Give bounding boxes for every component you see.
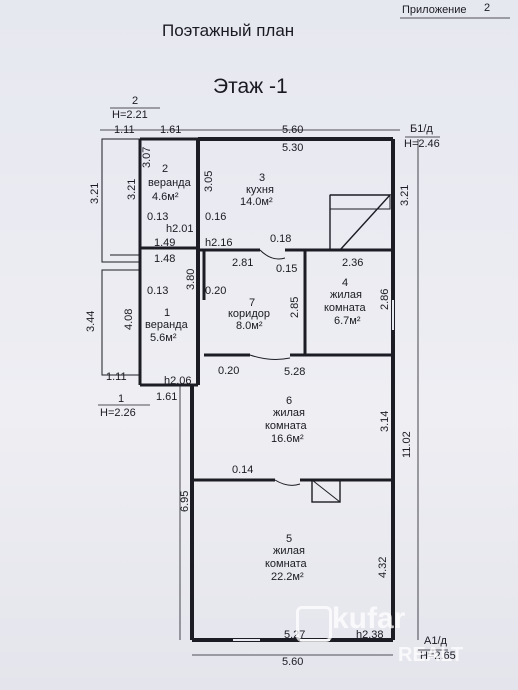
room6-name2: комната xyxy=(265,420,307,432)
dim-3-05: 3.05 xyxy=(203,170,215,192)
axis-1: 1 xyxy=(118,393,125,405)
room7-area: 8.0м² xyxy=(236,320,263,332)
dim-h2-06: h2.06 xyxy=(164,375,192,387)
dim-1-11-top: 1.11 xyxy=(114,124,135,136)
dim-3-14: 3.14 xyxy=(379,410,391,432)
dim-h2-38: h2.38 xyxy=(356,629,384,641)
room1-area: 5.6м² xyxy=(150,332,177,344)
dim-3-44: 3.44 xyxy=(85,310,97,332)
room3-area: 14.0м² xyxy=(240,196,273,208)
dim-1-61-bot: 1.61 xyxy=(156,391,178,403)
axis-b1d-height: Н=2.46 xyxy=(404,138,440,150)
room6-area: 16.6м² xyxy=(271,433,304,445)
dim-3-80: 3.80 xyxy=(185,268,197,290)
dim-5-60-top: 5.60 xyxy=(282,124,304,136)
dim-5-28: 5.28 xyxy=(284,366,306,378)
room4-number: 4 xyxy=(342,277,349,289)
room1-number: 1 xyxy=(164,307,171,319)
room6-number: 6 xyxy=(286,395,293,407)
dim-6-95: 6.95 xyxy=(179,490,191,512)
door-swing-1 xyxy=(259,249,286,260)
room4-name2: комната xyxy=(324,302,366,314)
dim-5-60-bot: 5.60 xyxy=(282,656,304,668)
dim-4-32: 4.32 xyxy=(377,556,389,578)
dim-0-20-a: 0.20 xyxy=(205,285,227,297)
room5-name1: жилая xyxy=(273,545,305,557)
dim-0-16: 0.16 xyxy=(205,211,227,223)
dim-2-85: 2.85 xyxy=(289,296,301,318)
dim-3-21-left: 3.21 xyxy=(89,182,101,204)
dim-1-48: 1.48 xyxy=(154,253,176,265)
room5-area: 22.2м² xyxy=(271,571,304,583)
dim-0-14: 0.14 xyxy=(232,464,254,476)
door-swing-3 xyxy=(274,479,301,486)
watermark-brand: kufar xyxy=(332,602,406,635)
stairs xyxy=(329,194,392,251)
room5-name2: комната xyxy=(265,558,307,570)
room2-area: 4.6м² xyxy=(152,191,179,203)
axis-a1d: А1/д xyxy=(424,635,447,647)
room3-number: 3 xyxy=(259,172,266,184)
door-swing-2 xyxy=(249,354,291,360)
watermark-logo-icon xyxy=(296,606,332,642)
axis-2: 2 xyxy=(132,95,139,107)
dim-5-27: 5.27 xyxy=(284,629,306,641)
dim-1-61-top: 1.61 xyxy=(160,124,182,136)
dim-2-36: 2.36 xyxy=(342,257,364,269)
dim-0-18: 0.18 xyxy=(270,233,292,245)
room1-name: веранда xyxy=(145,319,188,331)
dim-2-81: 2.81 xyxy=(232,257,254,269)
dim-0-13-a: 0.13 xyxy=(147,211,169,223)
dim-0-20-b: 0.20 xyxy=(218,365,240,377)
appendix-number: 2 xyxy=(484,2,491,14)
dim-1-49: 1.49 xyxy=(154,237,176,249)
dim-11-02: 11.02 xyxy=(401,431,413,458)
room2-number: 2 xyxy=(162,163,169,175)
dim-5-30: 5.30 xyxy=(282,142,304,154)
plan-title: Поэтажный план xyxy=(162,21,295,40)
dim-2-86: 2.86 xyxy=(379,288,391,310)
dim-0-13-b: 0.13 xyxy=(147,285,169,297)
dim-h2-01: h2.01 xyxy=(166,223,194,235)
room4-area: 6.7м² xyxy=(334,315,361,327)
axis-b1d: Б1/д xyxy=(410,123,433,135)
dim-3-07: 3.07 xyxy=(141,146,153,168)
room5-number: 5 xyxy=(286,533,293,545)
room4-name1: жилая xyxy=(330,289,362,301)
porch-outline-upper xyxy=(101,138,140,263)
room7-name: коридор xyxy=(228,308,270,320)
dim-3-21-inner: 3.21 xyxy=(126,178,138,200)
axis-1-height: Н=2.26 xyxy=(100,407,136,419)
dim-3-21-right: 3.21 xyxy=(399,184,411,206)
axis-2-height: Н=2.21 xyxy=(112,109,148,121)
porch-outline-lower xyxy=(101,269,140,376)
room3-name: кухня xyxy=(246,184,274,196)
dim-h2-16: h2.16 xyxy=(205,237,233,249)
chimney xyxy=(311,479,341,503)
room6-name1: жилая xyxy=(273,407,305,419)
room7-number: 7 xyxy=(249,297,256,309)
dim-1-11-bot: 1.11 xyxy=(106,371,127,383)
dim-0-15: 0.15 xyxy=(276,263,298,275)
room2-name: веранда xyxy=(148,177,191,189)
floor-label: Этаж -1 xyxy=(213,75,288,98)
stair-box xyxy=(329,194,391,210)
axis-a1d-height: Н=2.65 xyxy=(420,650,456,662)
appendix-label: Приложение xyxy=(402,4,467,16)
dim-4-08: 4.08 xyxy=(123,308,135,330)
watermark-sub: REALT xyxy=(398,644,464,666)
